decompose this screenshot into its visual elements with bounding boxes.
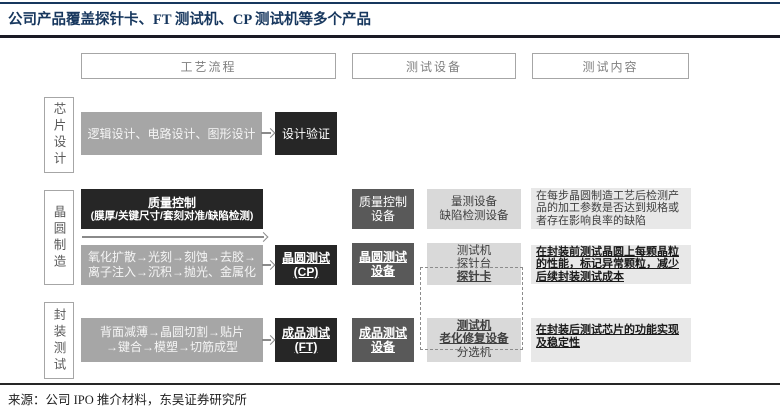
qc-equipment-line-1: 质量控制 [358, 195, 407, 209]
cp-abbrev-label: (CP) [293, 265, 319, 279]
column-header-process: 工艺流程 [81, 53, 336, 79]
chip-design-process-box: 逻辑设计、电路设计、图形设计 [81, 112, 262, 155]
arrow-right-icon [262, 334, 275, 346]
final-test-label: 成品测试 [281, 326, 330, 340]
qc-test-content-box: 在每步晶圆制造工艺后检测产品的加工参数是否达到规格或者存在影响良率的缺陷 [531, 188, 691, 229]
arrow-right-icon [262, 259, 275, 271]
ft-equipment-items-box: 测试机 老化修复设备 分选机 [427, 318, 521, 362]
wafer-test-label: 晶圆测试 [281, 251, 330, 265]
column-header-equipment: 测试设备 [352, 53, 516, 79]
wafer-process-box: 氧化扩散→光刻→刻蚀→去胶→ 离子注入→沉积→抛光、金属化 [81, 245, 263, 285]
wafer-process-line-1: 氧化扩散→光刻→刻蚀→去胶→ [87, 250, 256, 264]
probe-card-label: 探针卡 [456, 270, 492, 283]
package-process-line-1: 背面减薄→晶圆切割→贴片 [99, 325, 244, 339]
figure-title: 公司产品覆盖探针卡、FT 测试机、CP 测试机等多个产品 [8, 12, 372, 28]
bottom-rule [0, 383, 780, 385]
wafer-test-equipment-box: 晶圆测试 设备 [352, 243, 414, 285]
tester-label: 测试机 [456, 244, 492, 257]
row-label-chip-design: 芯片设计 [44, 97, 74, 173]
package-process-line-2: →键合→模塑→切筋成型 [105, 340, 238, 354]
ft-abbrev-label: (FT) [294, 340, 318, 354]
quality-control-box: 质量控制 (膜厚/关键尺寸/套刻对准/缺陷检测) [81, 189, 263, 229]
final-test-equipment-box: 成品测试 设备 [352, 318, 414, 362]
final-test-equipment-line-2: 设备 [370, 340, 395, 354]
metrology-equipment-label: 量测设备 [451, 196, 497, 208]
qc-equipment-types-box: 量测设备 缺陷检测设备 [427, 189, 521, 229]
ft-test-content-box: 在封装后测试芯片的功能实现及稳定性 [531, 318, 691, 362]
qc-equipment-line-2: 设备 [370, 209, 395, 223]
cp-equipment-items-box: 测试机 探针台 探针卡 [427, 243, 521, 285]
top-rule [0, 2, 780, 4]
arrow-right-icon [82, 231, 268, 243]
column-header-content: 测试内容 [532, 53, 689, 79]
wafer-process-line-2: 离子注入→沉积→抛光、金属化 [87, 265, 256, 279]
design-verification-box: 设计验证 [275, 112, 337, 155]
source-note: 来源：公司 IPO 推介材料，东吴证券研究所 [8, 393, 247, 407]
cp-test-content-box: 在封装前测试晶圆上每颗晶粒的性能，标记异常颗粒，减少后续封装测试成本 [531, 245, 691, 284]
wafer-test-equipment-line-1: 晶圆测试 [358, 250, 407, 264]
arrow-right-icon [261, 127, 275, 139]
row-label-package-test: 封装测试 [44, 302, 74, 379]
wafer-test-equipment-line-2: 设备 [370, 264, 395, 278]
title-divider [0, 35, 780, 38]
prober-label: 探针台 [456, 257, 492, 270]
qc-equipment-box: 质量控制 设备 [352, 189, 414, 229]
burn-in-repair-equipment-label: 老化修复设备 [439, 333, 509, 346]
tester-label: 测试机 [456, 319, 492, 332]
defect-inspection-equipment-label: 缺陷检测设备 [439, 210, 509, 222]
quality-control-detail: (膜厚/关键尺寸/套刻对准/缺陷检测) [90, 209, 254, 222]
package-process-box: 背面减薄→晶圆切割→贴片 →键合→模塑→切筋成型 [81, 318, 263, 362]
quality-control-title: 质量控制 [147, 195, 196, 210]
final-test-equipment-line-1: 成品测试 [358, 326, 407, 340]
row-label-wafer-manufacturing: 晶圆制造 [44, 190, 74, 285]
final-test-ft-box: 成品测试 (FT) [275, 318, 337, 362]
wafer-test-cp-box: 晶圆测试 (CP) [275, 245, 337, 285]
company-products-highlight-box [420, 267, 523, 350]
